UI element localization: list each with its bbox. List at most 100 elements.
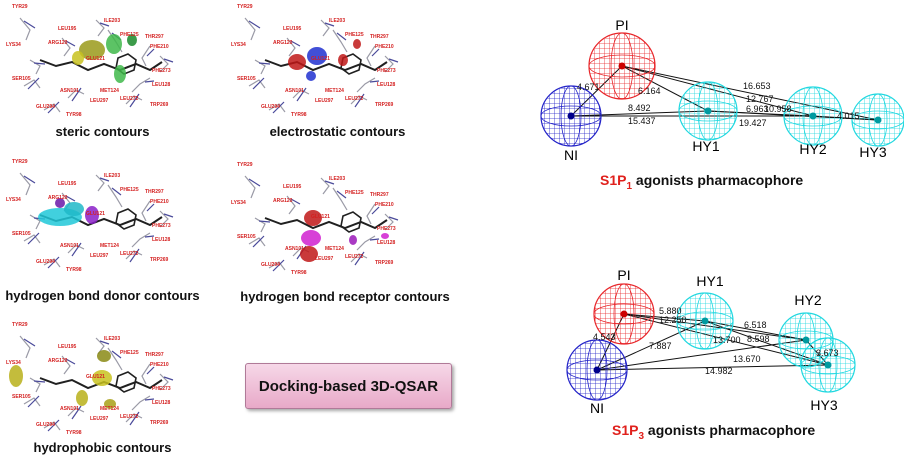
s1p3-dist-ni-hy2: 13.670: [733, 354, 761, 364]
s1p1-dist-ni-hy2: 15.437: [628, 116, 656, 126]
residue-label: LEU272: [120, 96, 139, 102]
s1p1-pharmacophore-diagram: PI NI HY1 HY2 HY3 4.671 6.164 8.492 15.4…: [540, 18, 904, 163]
s1p3-dist-hy1-hy3: 8.598: [747, 334, 770, 344]
s1p1-hy3-sphere: [851, 93, 904, 147]
s1p1-hy2-sphere: [783, 86, 843, 146]
residue-label: LEU195: [58, 344, 77, 350]
residue-label: THR297: [145, 352, 164, 358]
s1p3-dist-pi-hy2: 12.250: [659, 315, 687, 325]
residue-label: LEU128: [377, 82, 396, 88]
residue-label: TYR29: [12, 4, 28, 10]
residue-label: LEU272: [120, 251, 139, 257]
s1p3-ni-sphere: [566, 339, 628, 401]
residue-label: LYS34: [231, 42, 246, 48]
s1p3-title-suffix: agonists pharmacophore: [644, 422, 816, 438]
residue-label: ARG120: [48, 40, 68, 46]
s1p1-dist-pi-hy3: 16.653: [743, 81, 771, 91]
s1p1-dist-ni-hy3: 19.427: [739, 118, 767, 128]
residue-label: LEU195: [283, 184, 302, 190]
s1p1-dist-pi-ni: 4.671: [577, 82, 600, 92]
s1p1-ni-sphere: [540, 85, 602, 147]
s1p3-dist-pi-ni: 4.543: [593, 332, 616, 342]
s1p1-pharmacophore-title: S1P1 agonists pharmacophore: [600, 172, 803, 192]
residue-label: SER105: [12, 231, 31, 237]
steric-contours-caption: steric contours: [55, 124, 150, 139]
residue-label: GLU294: [36, 259, 55, 265]
s1p3-hy1-sphere: [676, 292, 734, 350]
residue-label: ILE203: [104, 336, 120, 342]
s1p1-title-suffix: agonists pharmacophore: [632, 172, 804, 188]
residue-label: ARG120: [273, 198, 293, 204]
residue-label: MET124: [325, 246, 344, 252]
residue-label: LEU128: [377, 240, 396, 246]
s1p3-dist-pi-hy1: 5.880: [659, 306, 682, 316]
residue-label: LEU195: [58, 181, 77, 187]
residue-label: SER105: [237, 234, 256, 240]
residue-label: LEU297: [90, 98, 109, 104]
s1p1-label-ni: NI: [564, 147, 578, 163]
residue-label: TYR98: [66, 430, 82, 436]
s1p1-pi-sphere: [588, 32, 656, 100]
residue-label: GLU294: [36, 104, 55, 110]
residue-label: LYS34: [6, 197, 21, 203]
electrostatic-contours-caption: electrostatic contours: [269, 124, 406, 139]
residue-label: ASN101: [60, 406, 79, 412]
donor-contours-caption: hydrogen bond donor contours: [5, 288, 200, 303]
residue-label: ASN101: [285, 246, 304, 252]
s1p3-pharmacophore-title: S1P3 agonists pharmacophore: [612, 422, 815, 442]
residue-label: PHE125: [345, 32, 364, 38]
s1p3-label-hy1: HY1: [696, 273, 723, 289]
residue-label: LYS34: [6, 360, 21, 366]
residue-label: LEU297: [90, 416, 109, 422]
residue-label: PHE125: [345, 190, 364, 196]
hydrophobic-contours-caption: hydrophobic contours: [33, 440, 172, 455]
residue-label: THR297: [370, 34, 389, 40]
residue-label: GLU294: [261, 262, 280, 268]
residue-label: TYR29: [12, 322, 28, 328]
residue-label: PHE273: [152, 223, 171, 229]
residue-label: ASN101: [60, 243, 79, 249]
s1p1-title-sub: 1: [626, 180, 633, 192]
residue-label: ARG120: [48, 195, 68, 201]
docking-3d-qsar-label: Docking-based 3D-QSAR: [245, 363, 452, 409]
residue-label: TRP269: [150, 102, 169, 108]
residue-label: PHE273: [152, 386, 171, 392]
residue-label: GLU294: [36, 422, 55, 428]
s1p3-pi-sphere: [593, 283, 655, 345]
s1p1-dist-hy1-hy2: 6.963: [746, 104, 769, 114]
residue-label: TRP269: [150, 257, 169, 263]
s1p1-dist-pi-hy2: 12.767: [746, 94, 774, 104]
residue-label: GLU294: [261, 104, 280, 110]
residue-label: THR297: [145, 189, 164, 195]
residue-label: ASN101: [285, 88, 304, 94]
residue-label: GLU121: [86, 374, 105, 380]
residue-label: LEU272: [345, 96, 364, 102]
residue-label: LEU128: [152, 400, 171, 406]
residue-label: GLU121: [86, 56, 105, 62]
s1p3-title-sub: 3: [638, 430, 645, 442]
residue-label: PHE273: [377, 226, 396, 232]
s1p3-label-ni: NI: [590, 400, 604, 416]
residue-label: LYS34: [6, 42, 21, 48]
residue-label: LYS34: [231, 200, 246, 206]
s1p3-dist-hy1-hy2: 6.518: [744, 320, 767, 330]
s1p3-pharmacophore-diagram: PI NI HY1 HY2 HY3 5.880 12.250 4.543 7.8…: [566, 268, 856, 416]
residue-label: PHE125: [120, 187, 139, 193]
residue-label: LEU195: [58, 26, 77, 32]
s1p3-title-prefix: S1P: [612, 422, 639, 438]
residue-label: SER105: [237, 76, 256, 82]
acceptor-contours-caption: hydrogen bond receptor contours: [240, 289, 450, 304]
residue-label: TYR98: [291, 270, 307, 276]
residue-label: GLU121: [311, 214, 330, 220]
s1p3-dist-ni-hy1: 7.887: [649, 341, 672, 351]
residue-label: ILE203: [104, 18, 120, 24]
residue-label: ILE203: [104, 173, 120, 179]
residue-label: THR297: [145, 34, 164, 40]
residue-label: SER105: [12, 76, 31, 82]
residue-label: TYR29: [237, 162, 253, 168]
